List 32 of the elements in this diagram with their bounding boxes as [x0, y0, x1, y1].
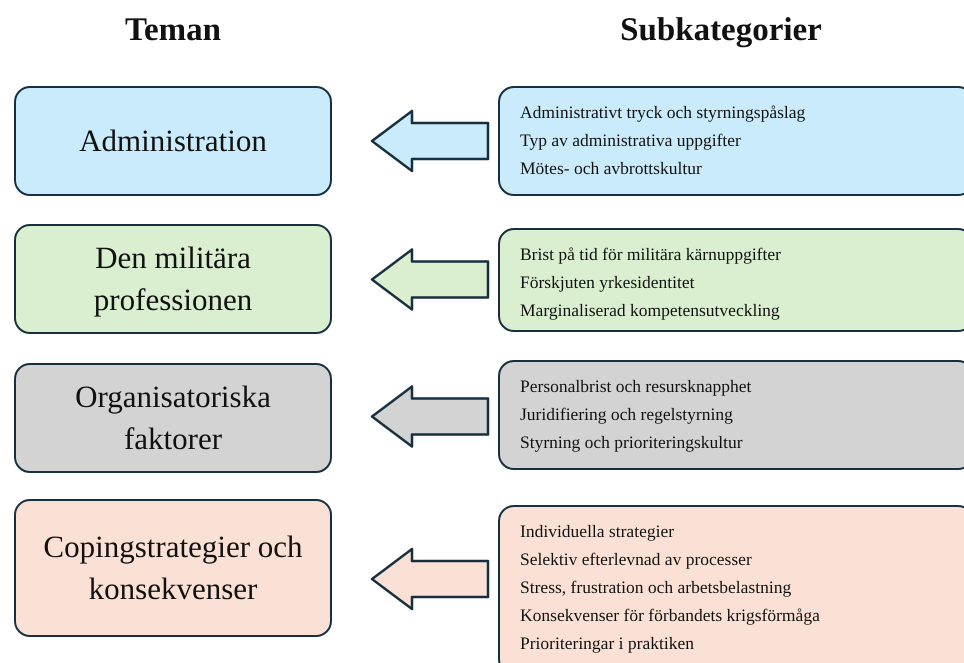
subcategory-item: Personalbrist och resursknapphet: [520, 375, 752, 398]
subcategory-item: Brist på tid för militära kärnuppgifter: [520, 243, 781, 266]
block-arrow: [370, 110, 490, 172]
block-arrow: [370, 248, 490, 311]
subcategory-item: Prioriteringar i praktiken: [520, 632, 694, 655]
subcategory-item: Konsekvenser för förbandets krigsförmåga: [520, 604, 820, 627]
theme-box: [14, 224, 332, 334]
theme-title: Copingstrategier och konsekvenser: [42, 528, 304, 608]
block-arrow: [370, 385, 490, 448]
theme-title: Den militära professionen: [92, 239, 254, 319]
theme-box: [14, 363, 332, 473]
theme-title: Organisatoriska faktorer: [74, 378, 272, 458]
subcategory-box: [498, 505, 964, 663]
subcategory-item: Selektiv efterlevnad av processer: [520, 548, 752, 571]
subcategory-box: [498, 360, 964, 470]
theme-box: [14, 499, 332, 637]
subcategory-item: Styrning och prioriteringskultur: [520, 431, 743, 454]
subcategory-item: Marginaliserad kompetensutveckling: [520, 299, 780, 322]
subcategory-box: [498, 86, 964, 196]
column-heading: Teman: [124, 12, 222, 49]
subcategory-item: Juridifiering och regelstyrning: [520, 403, 733, 426]
theme-title: Administration: [79, 122, 267, 160]
subcategory-item: Mötes- och avbrottskultur: [520, 157, 702, 180]
subcategory-item: Typ av administrativa uppgifter: [520, 129, 741, 152]
subcategory-box: [498, 228, 964, 332]
column-heading: Subkategorier: [619, 12, 823, 49]
theme-box: [14, 86, 332, 196]
subcategory-item: Förskjuten yrkesidentitet: [520, 271, 694, 294]
block-arrow: [370, 548, 490, 610]
subcategory-item: Administrativt tryck och styrningspåslag: [520, 101, 806, 124]
subcategory-item: Stress, frustration och arbetsbelastning: [520, 576, 792, 599]
subcategory-item: Individuella strategier: [520, 520, 674, 543]
